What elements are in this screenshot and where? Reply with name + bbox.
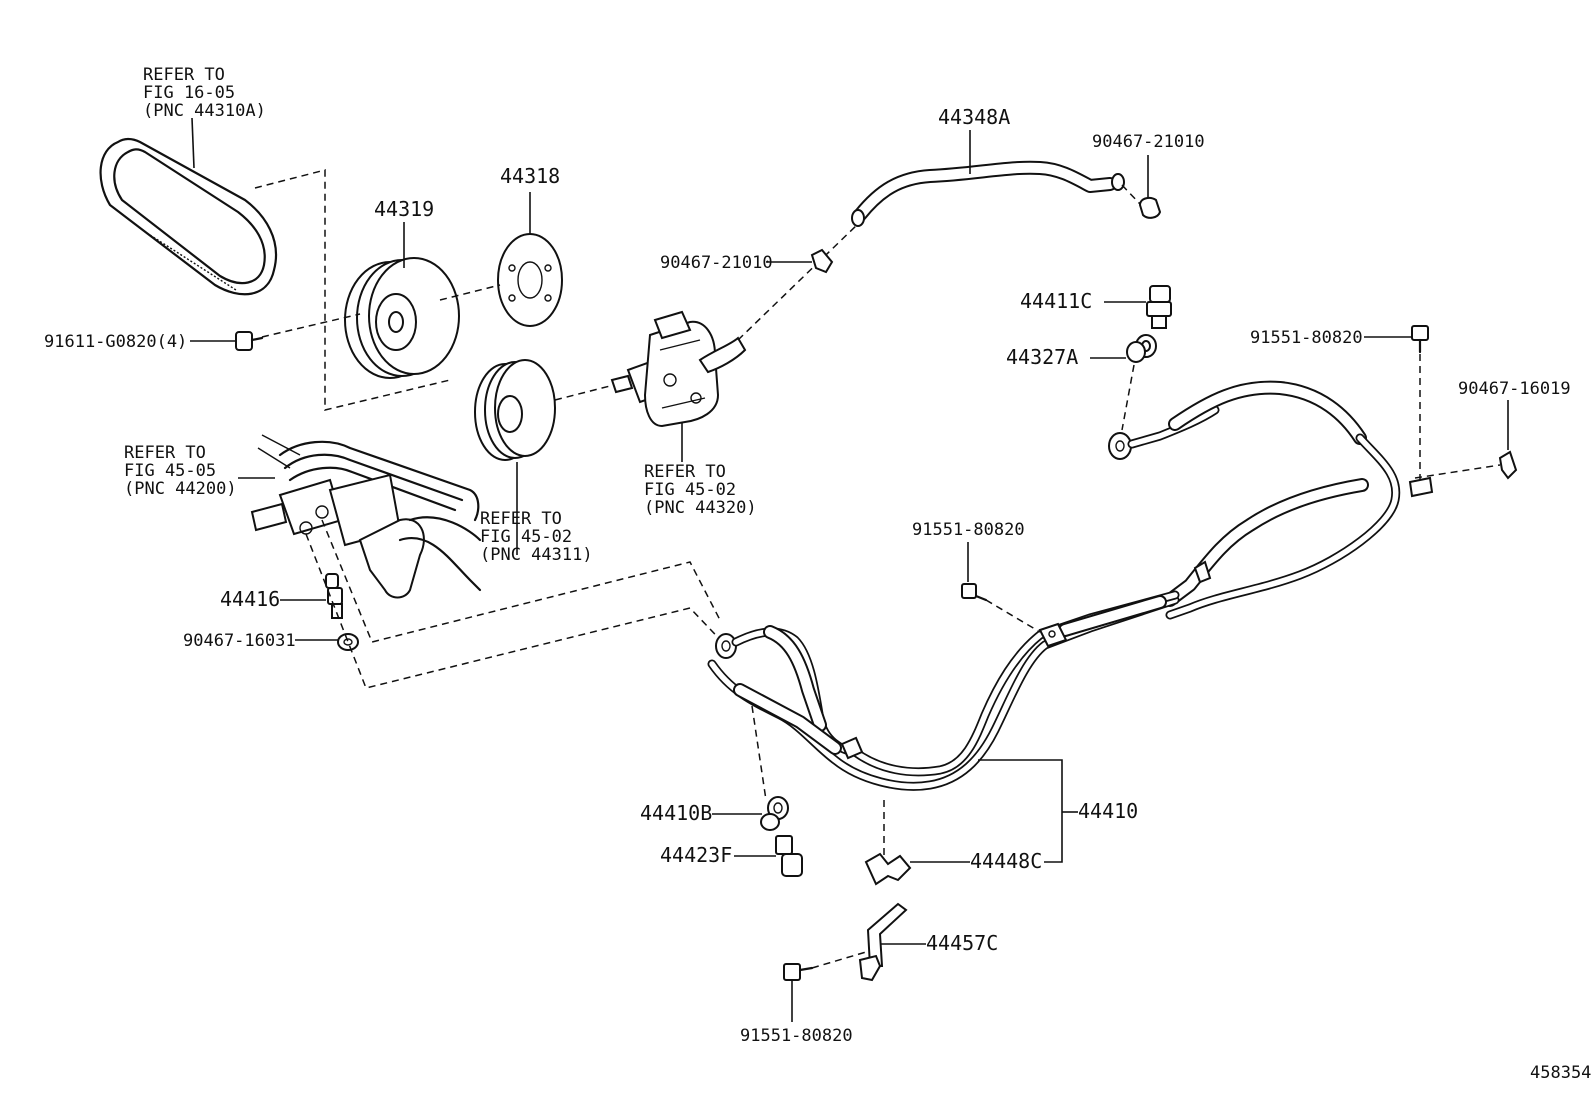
- label-44411C: 44411C: [1020, 289, 1092, 313]
- label-90467-mid: 90467-21010: [660, 253, 773, 273]
- label-refer-gear-1: REFER TO: [124, 443, 206, 463]
- label-91551-bottom: 91551-80820: [740, 1026, 853, 1046]
- label-44410B: 44410B: [640, 801, 712, 825]
- plate-44318[interactable]: [497, 233, 563, 327]
- label-refer-pulley-1: REFER TO: [480, 509, 562, 529]
- hose-clamp-top[interactable]: [1138, 196, 1162, 219]
- label-refer-pulley-3: (PNC 44311): [480, 545, 593, 565]
- gasket-44327A[interactable]: [1126, 334, 1157, 363]
- tube-assembly-44410[interactable]: [707, 560, 1212, 791]
- fitting-44416[interactable]: [325, 573, 343, 619]
- label-refer-belt-1: REFER TO: [143, 65, 225, 85]
- label-44327A: 44327A: [1006, 345, 1078, 369]
- bracket-44457C[interactable]: [858, 902, 908, 982]
- label-refer-pump-2: FIG 45-02: [644, 480, 736, 500]
- pump-pulley[interactable]: [474, 359, 556, 461]
- label-44448C: 44448C: [970, 849, 1042, 873]
- label-91551-right: 91551-80820: [1250, 328, 1363, 348]
- pressure-feed-tube[interactable]: [1108, 380, 1401, 620]
- union-bolt-44423F[interactable]: [775, 835, 803, 877]
- label-44348A: 44348A: [938, 105, 1010, 129]
- label-refer-pulley-2: FIG 45-02: [480, 527, 572, 547]
- label-44416: 44416: [220, 587, 280, 611]
- bolt-91551-right[interactable]: [1411, 325, 1429, 354]
- label-91611: 91611-G0820(4): [44, 332, 187, 352]
- label-refer-pump-1: REFER TO: [644, 462, 726, 482]
- pulley-44319[interactable]: [344, 257, 460, 379]
- label-44457C: 44457C: [926, 931, 998, 955]
- label-44318: 44318: [500, 164, 560, 188]
- union-bolt-44411C[interactable]: [1146, 285, 1172, 329]
- drive-belt[interactable]: [99, 137, 278, 296]
- label-refer-belt-2: FIG 16-05: [143, 83, 235, 103]
- label-44410: 44410: [1078, 799, 1138, 823]
- bolt-91611[interactable]: [235, 331, 264, 351]
- label-44319: 44319: [374, 197, 434, 221]
- label-90467-16031: 90467-16031: [183, 631, 296, 651]
- label-91551-mid: 91551-80820: [912, 520, 1025, 540]
- bolt-91551-mid[interactable]: [961, 583, 988, 602]
- label-refer-pump-3: (PNC 44320): [644, 498, 757, 518]
- steering-gear[interactable]: [250, 434, 482, 599]
- diagram-id: 458354: [1530, 1063, 1591, 1083]
- label-refer-belt-3: (PNC 44310A): [143, 101, 266, 121]
- reservoir-hose-44348A[interactable]: [851, 160, 1125, 227]
- clamp-44448C[interactable]: [864, 852, 912, 886]
- gasket-44410B[interactable]: [760, 796, 789, 831]
- label-refer-gear-2: FIG 45-05: [124, 461, 216, 481]
- bolt-91551-bottom[interactable]: [783, 963, 814, 981]
- label-refer-gear-3: (PNC 44200): [124, 479, 237, 499]
- label-90467-16019: 90467-16019: [1458, 379, 1571, 399]
- label-90467-top: 90467-21010: [1092, 132, 1205, 152]
- power-steering-pump[interactable]: [610, 310, 747, 428]
- clamp-90467-16019[interactable]: [1498, 450, 1518, 480]
- hose-clamp-mid[interactable]: [810, 248, 834, 274]
- clamp-90467-16031[interactable]: [337, 633, 359, 651]
- label-44423F: 44423F: [660, 843, 732, 867]
